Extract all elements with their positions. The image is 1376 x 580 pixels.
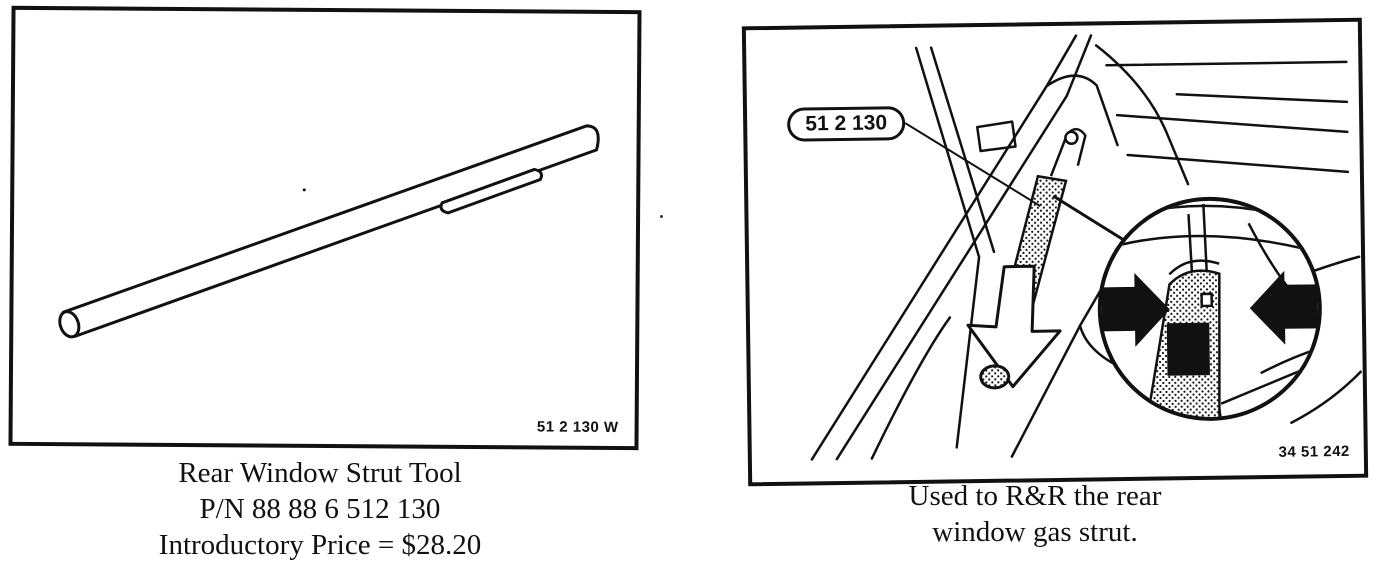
tool-illustration-frame: 51 2 130 W [8,5,642,451]
strut-tool-drawing [58,124,600,339]
strut-removal-drawing [810,34,1362,461]
speck-mark [660,215,663,218]
tool-caption: Rear Window Strut Tool P/N 88 88 6 512 1… [60,455,580,563]
tool-name: Rear Window Strut Tool [178,457,462,489]
usage-caption-line-1: Used to R&R the rear [908,480,1162,512]
usage-caption: Used to R&R the rear window gas strut. [800,478,1270,550]
figure-code: 34 51 242 [1278,442,1350,461]
usage-illustration-frame: 51 2 130 34 51 242 [741,17,1369,487]
figure-code: 51 2 130 W [536,418,619,437]
usage-caption-line-2: window gas strut. [932,516,1138,548]
introductory-price: Introductory Price = $28.20 [158,529,482,561]
part-number: P/N 88 88 6 512 130 [199,493,441,525]
tool-callout-label: 51 2 130 [786,106,906,142]
